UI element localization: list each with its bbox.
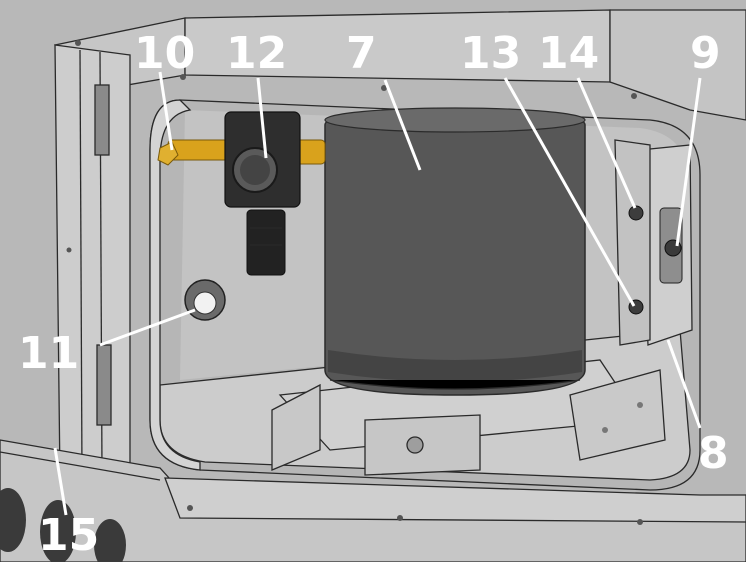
upper-screw [628,205,644,221]
lower-housing-band [164,477,746,523]
bracket-hole-2 [602,427,608,433]
brass-fitting-left [167,139,229,161]
leader-7 [383,79,422,171]
door-screw [66,247,72,253]
top-screw-1 [75,40,81,46]
callout-11: 11 [18,328,79,379]
vent-hole-1 [0,488,26,552]
callout-9: 9 [690,28,721,79]
top-screw-4 [631,93,637,99]
top-screw-3 [381,85,387,91]
regulator-bowl [246,209,286,276]
bracket-hole-3 [637,402,643,408]
callout-8: 8 [698,428,729,479]
callout-12: 12 [226,28,287,79]
callout-13: 13 [460,28,521,79]
vent-hole-2 [40,500,76,562]
callout-7: 7 [346,28,377,79]
vent-hole-3 [94,519,126,562]
leader-12 [256,77,268,159]
leader-9 [675,77,702,247]
tank-bottom-band [328,350,582,382]
top-housing-right [609,9,746,121]
tank-band-line [329,379,581,390]
pressure-gauge-face [240,155,270,185]
door-hinge-bottom [96,344,112,426]
leader-15 [53,447,68,516]
callout-14: 14 [538,28,599,79]
port-fitting-inner [193,291,217,315]
base-bracket-left [271,383,321,471]
housing-screw-1 [187,505,193,511]
door-hinge-top [94,84,110,156]
leader-10 [158,71,174,151]
callout-15: 15 [38,510,99,561]
housing-screw-3 [637,519,643,525]
housing-screw-2 [397,515,403,521]
leader-14 [576,77,637,209]
bracket-hole [406,436,424,454]
leader-8 [666,339,702,429]
tank-top-rim [324,107,586,133]
base-bracket-right [569,369,666,461]
interior-curved-wall [149,99,201,471]
leader-13 [503,77,636,307]
leader-11 [99,308,196,347]
callout-10: 10 [134,28,195,79]
top-screw-2 [180,74,186,80]
door-panel [54,44,131,481]
